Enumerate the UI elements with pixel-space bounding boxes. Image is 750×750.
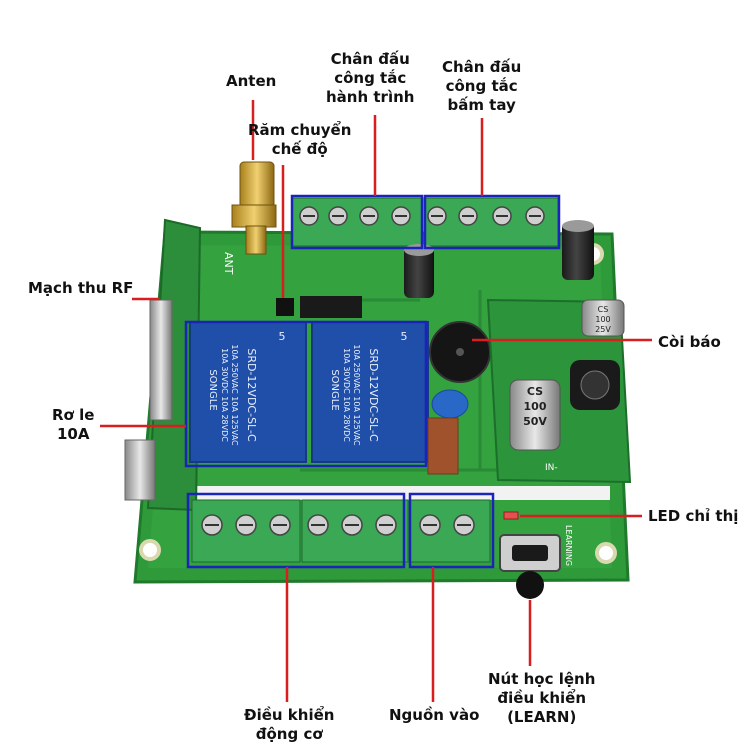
callout-lines — [100, 100, 652, 702]
big-cap-line1: CS — [527, 385, 543, 398]
power-submodule: CS 100 50V CS 100 25V IN- — [486, 298, 632, 484]
label-rf-receiver: Mạch thu RF — [28, 279, 134, 297]
label-push-button-terminals: Chân đấu công tắc bấm tay — [442, 58, 522, 114]
label-led-indicator: LED chỉ thị — [648, 507, 739, 525]
relay-1-pins: 5 — [279, 330, 286, 343]
small-cap-line2: 100 — [595, 315, 610, 324]
bottom-terminal-blocks — [191, 499, 491, 563]
relay-2: SRD-12VDC-SL-C SONGLE 10A 250VAC 10A 125… — [311, 321, 429, 463]
in-silk: IN- — [545, 463, 558, 473]
relay-2-rating-ac: 10A 250VAC 10A 125VAC — [352, 344, 361, 446]
relay-2-rating-dc: 10A 30VDC 10A 28VDC — [342, 348, 351, 442]
big-cap-line2: 100 — [524, 400, 547, 413]
label-relay: Rơ le 10A — [52, 406, 95, 443]
learn-button[interactable]: LEARNING — [499, 525, 573, 599]
relay-1: SRD-12VDC-SL-C SONGLE 10A 250VAC 10A 125… — [189, 321, 307, 463]
small-cap-line3: 25V — [595, 325, 611, 334]
relay-1-model: SRD-12VDC-SL-C — [245, 348, 258, 442]
label-limit-switch-terminals: Chân đấu công tắc hành trình — [326, 50, 415, 106]
highlight-boxes — [184, 194, 561, 569]
relay-1-rating-dc: 10A 30VDC 10A 28VDC — [220, 348, 229, 442]
relay-2-brand: SONGLE — [329, 369, 340, 410]
box-push-button — [423, 194, 561, 250]
mode-jumper — [276, 298, 294, 316]
relay-2-pins: 5 — [401, 330, 408, 343]
small-cap-line1: CS — [598, 305, 609, 314]
label-power-input: Nguồn vào — [389, 706, 480, 724]
label-mode-jumper: Răm chuyển chế độ — [248, 121, 352, 158]
label-learn-button: Nút học lệnh điều khiển (LEARN) — [488, 670, 596, 726]
ceramic-capacitor — [431, 389, 469, 419]
antenna-silk: ANT — [222, 252, 235, 275]
box-relays — [184, 320, 428, 468]
box-motor-control — [186, 492, 406, 569]
top-terminal-blocks — [291, 197, 559, 247]
label-motor-control: Điều khiển động cơ — [244, 706, 335, 743]
label-antenna: Anten — [226, 72, 277, 90]
label-buzzer: Còi báo — [658, 333, 721, 351]
relay-1-brand: SONGLE — [207, 369, 218, 410]
box-limit-switch — [290, 194, 424, 250]
film-capacitor — [427, 417, 459, 475]
relay-1-rating-ac: 10A 250VAC 10A 125VAC — [230, 344, 239, 446]
box-power-input — [408, 492, 495, 569]
learn-silk: LEARNING — [564, 525, 573, 566]
antenna-connector: ANT — [222, 161, 277, 275]
big-cap-line3: 50V — [523, 415, 547, 428]
top-capacitors — [404, 220, 594, 298]
relay-2-model: SRD-12VDC-SL-C — [367, 348, 380, 442]
ic-chip — [300, 296, 362, 318]
led-indicator — [503, 511, 519, 520]
